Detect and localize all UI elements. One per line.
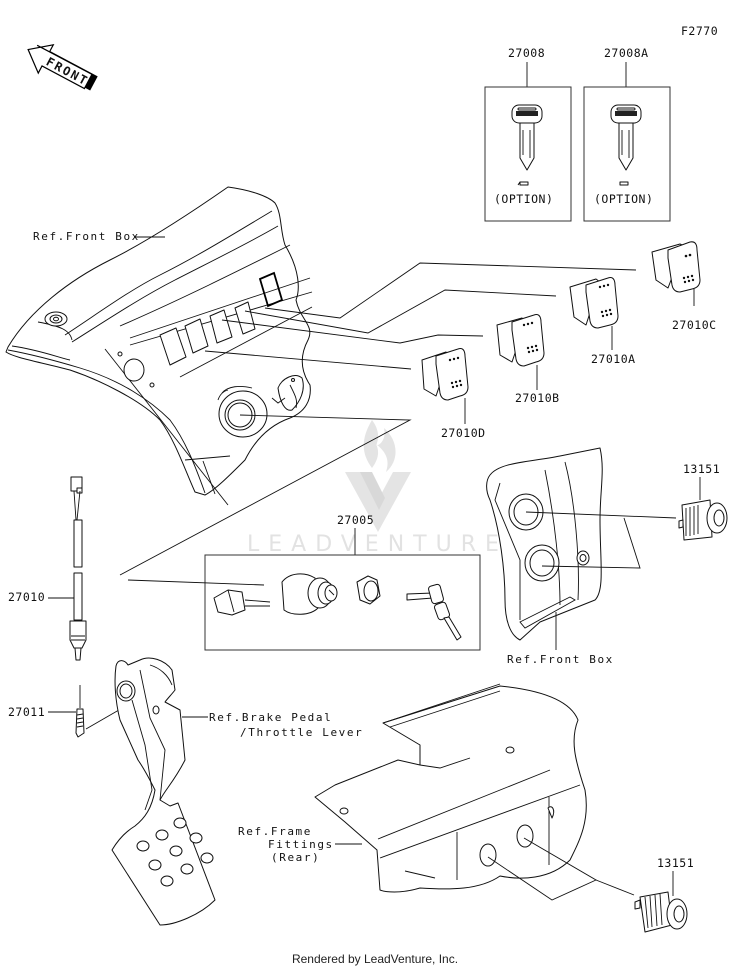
- part-label-27010C: 27010C: [672, 318, 717, 332]
- part-label-27008: 27008: [508, 46, 545, 60]
- figure-id: F2770: [681, 24, 718, 38]
- front-box-dashboard: [5, 186, 313, 506]
- part-label-27008A: 27008A: [604, 46, 649, 60]
- footer-credit: Rendered by LeadVenture, Inc.: [291, 952, 459, 966]
- key-icon: [511, 104, 543, 171]
- ref-frame-line3: (Rear): [271, 851, 320, 864]
- watermark-logo: [345, 420, 411, 532]
- part-label-27010: 27010: [8, 590, 45, 604]
- front-box-side-panel: [486, 447, 603, 641]
- ref-brake-pedal-line1: Ref.Brake Pedal: [209, 711, 332, 724]
- rocker-switch-27010D: 27010D: [421, 348, 486, 440]
- part-label-27010A: 27010A: [591, 352, 636, 366]
- switch-slots: [159, 271, 284, 366]
- option-note: (OPTION): [594, 192, 653, 206]
- frame-fittings-rear: [314, 683, 587, 893]
- option-note: (OPTION): [494, 192, 553, 206]
- key-option-27008: 27008 (OPTION): [484, 46, 572, 222]
- ref-front-box-top: Ref.Front Box: [33, 230, 140, 243]
- key-icon: [610, 104, 642, 171]
- rocker-switch-27010A: 27010A: [569, 277, 636, 366]
- part-label-13151-lower: 13151: [657, 856, 694, 870]
- ignition-switch-assembly-27005: 27005: [204, 513, 481, 651]
- key-option-27008A: 27008A (OPTION): [583, 46, 671, 222]
- part-label-27011: 27011: [8, 705, 45, 719]
- power-socket-13151-upper: 13151: [678, 462, 728, 541]
- rocker-switch-27010C: 27010C: [651, 241, 717, 332]
- ref-brake-pedal-line2: /Throttle Lever: [240, 726, 363, 739]
- brake-pedal: [111, 657, 216, 926]
- part-label-27010B: 27010B: [515, 391, 560, 405]
- ref-front-box-right: Ref.Front Box: [507, 653, 614, 666]
- watermark-text: LEADVENTURE: [247, 532, 508, 557]
- brake-light-switch-27010: 27010: [8, 476, 87, 661]
- front-arrow-label: FRONT: [44, 55, 91, 89]
- part-label-13151-upper: 13151: [683, 462, 720, 476]
- ref-frame-line1: Ref.Frame: [238, 825, 312, 838]
- rocker-switch-27010B: 27010B: [496, 314, 560, 405]
- leader-lines-switches: [119, 262, 637, 576]
- part-label-27005: 27005: [337, 513, 374, 527]
- pedal-pad-holes: [136, 817, 214, 887]
- ref-frame-line2: Fittings: [268, 838, 334, 851]
- power-socket-13151-lower: 13151: [634, 856, 694, 933]
- front-arrow-icon: FRONT: [27, 43, 98, 91]
- part-label-27010D: 27010D: [441, 426, 486, 440]
